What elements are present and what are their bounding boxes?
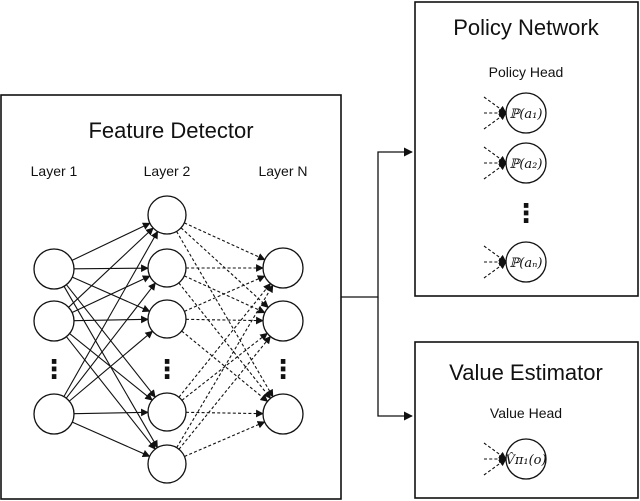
value-arrow	[377, 297, 413, 421]
layer-2-label: Layer 2	[144, 163, 191, 179]
layer-1-node	[33, 300, 75, 342]
value-head-label: Value Head	[490, 405, 562, 421]
policy-head-outputs: ℙ(a₁) ℙ(a₂) ℙ(aₙ)	[483, 92, 547, 283]
dashed-connection	[176, 284, 274, 448]
layer-n-label: Layer N	[258, 163, 307, 179]
layer-2-node	[147, 195, 187, 235]
solid-connection	[72, 421, 151, 458]
dashed-connection	[184, 222, 266, 261]
layer-1-ellipsis: ⋮	[41, 354, 67, 384]
layer-1-label: Layer 1	[31, 163, 78, 179]
head-input-connection	[483, 112, 507, 130]
value-output-node	[505, 438, 547, 480]
dashed-connection	[185, 316, 264, 325]
dashed-connection	[184, 421, 266, 457]
policy-network-title: Policy Network	[453, 15, 599, 40]
policy-output-node	[505, 92, 547, 134]
solid-connection	[68, 227, 154, 308]
layer-2-node	[147, 299, 187, 339]
layer1-layer2-connections	[63, 222, 159, 458]
policy-output-node-label: ℙ(a₁)	[510, 107, 543, 122]
dashed-connection	[181, 330, 269, 402]
head-input-connection	[483, 261, 507, 279]
layer-n-node	[262, 247, 304, 289]
value-estimator-title: Value Estimator	[449, 360, 603, 385]
layer-1-node	[33, 393, 75, 435]
policy-head-label: Policy Head	[489, 64, 564, 80]
policy-output-node-label: ℙ(aₙ)	[510, 256, 543, 271]
layer-1-node	[33, 248, 75, 290]
layer-2-ellipsis: ⋮	[154, 354, 180, 384]
dashed-connection	[185, 409, 264, 418]
dashed-connection	[178, 282, 272, 399]
policy-arrow	[341, 147, 413, 298]
policy-output-node	[505, 241, 547, 283]
solid-connection	[73, 315, 149, 324]
solid-connection	[63, 230, 159, 397]
layer-2-node	[147, 392, 187, 432]
layer-n-node	[262, 300, 304, 342]
solid-connection	[73, 264, 149, 273]
solid-connection	[68, 330, 154, 402]
feature-detector-title: Feature Detector	[88, 118, 253, 143]
solid-connection	[73, 408, 149, 417]
policy-output-node	[505, 142, 547, 184]
policy-output-node-label: ℙ(a₂)	[510, 157, 543, 172]
dashed-connection	[176, 231, 274, 398]
value-head-output: V̂π₁(o)	[483, 438, 547, 480]
solid-connection	[65, 336, 156, 450]
dashed-connection	[184, 275, 266, 312]
policy-ellipsis: ⋮	[513, 198, 539, 228]
solid-connection	[65, 282, 156, 399]
dashed-connection	[178, 335, 271, 450]
head-input-connection	[483, 162, 507, 180]
feature-detector-box	[0, 94, 342, 500]
dashed-connection	[178, 282, 271, 398]
layer-2-node	[147, 444, 187, 484]
layer-n-ellipsis: ⋮	[270, 354, 296, 384]
solid-connection	[71, 222, 151, 261]
neuron-nodes	[33, 195, 304, 484]
head-input-connection	[483, 458, 507, 476]
solid-connection	[71, 275, 151, 314]
layer2-layerN-connections	[176, 222, 274, 457]
layer-2-node	[147, 248, 187, 288]
value-output-node-label: V̂π₁(o)	[505, 452, 546, 468]
layer-n-node	[262, 393, 304, 435]
